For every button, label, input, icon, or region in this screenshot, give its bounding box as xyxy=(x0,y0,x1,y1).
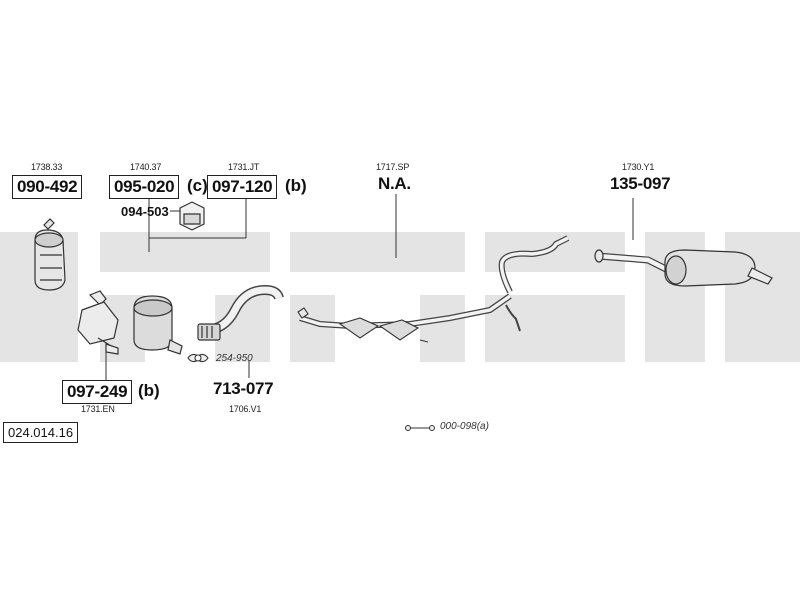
rear-silencer-part[interactable] xyxy=(594,249,773,287)
front-pipe-part[interactable] xyxy=(197,284,284,341)
part-number-3[interactable]: 097-120 xyxy=(207,175,278,199)
leader-lines xyxy=(105,194,634,380)
part-ref-1: 1738.33 xyxy=(31,162,63,172)
part-ref-8: 1706.V1 xyxy=(229,404,262,414)
part-ref-2: 1740.37 xyxy=(130,162,162,172)
clamp-bracket-part[interactable] xyxy=(179,201,205,231)
part-number-6[interactable]: 135-097 xyxy=(610,174,671,193)
part-number-8[interactable]: 713-077 xyxy=(213,379,274,398)
part-ref-3: 1731.JT xyxy=(228,162,260,172)
part-suffix-2: (c) xyxy=(187,176,208,195)
part-ref-7: 1731.EN xyxy=(81,404,115,414)
gasket-part[interactable] xyxy=(187,353,209,363)
part-suffix-3: (b) xyxy=(285,176,307,195)
watermark xyxy=(0,232,800,362)
part-number-9[interactable]: 254-950 xyxy=(216,353,253,364)
catalytic-converter-part[interactable] xyxy=(77,290,119,355)
part-number-4[interactable]: 094-503 xyxy=(121,204,169,219)
diesel-particulate-filter-part[interactable] xyxy=(34,218,66,291)
part-ref-5: 1717.SP xyxy=(376,162,410,172)
part-number-2[interactable]: 095-020 xyxy=(109,175,180,199)
part-ref-6: 1730.Y1 xyxy=(622,162,655,172)
part-suffix-7: (b) xyxy=(138,381,160,400)
part-number-5[interactable]: N.A. xyxy=(378,174,411,193)
particle-filter-part[interactable] xyxy=(133,295,183,355)
middle-section-part[interactable] xyxy=(297,235,570,343)
diagram-id: 024.014.16 xyxy=(3,422,79,443)
rubber-mount-part[interactable] xyxy=(405,425,435,431)
part-number-7[interactable]: 097-249 xyxy=(62,380,133,404)
part-number-1[interactable]: 090-492 xyxy=(12,175,83,199)
part-number-10[interactable]: 000-098(a) xyxy=(440,421,489,432)
